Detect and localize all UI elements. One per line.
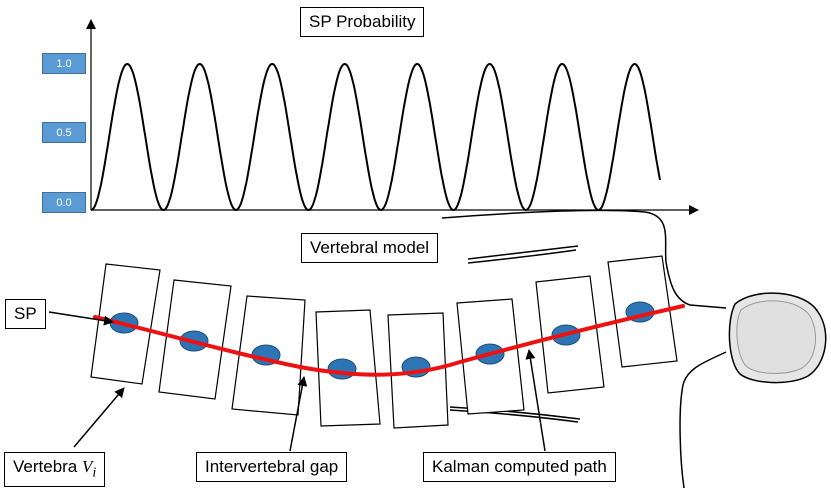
arm-lower bbox=[449, 406, 581, 423]
sp-label: SP bbox=[5, 299, 46, 329]
kalman-arrow bbox=[525, 349, 546, 452]
vertebral-model-label: Vertebral model bbox=[301, 233, 439, 263]
kalman-path-line bbox=[93, 304, 685, 377]
vertebra-label-prefix: Vertebra bbox=[13, 457, 82, 476]
spinous-process-4 bbox=[327, 358, 357, 380]
head-inner bbox=[736, 300, 817, 374]
arm-upper bbox=[467, 245, 579, 264]
y-tick-1.0: 1.0 bbox=[42, 53, 86, 74]
vertebra-label-var: V bbox=[82, 457, 93, 476]
y-tick-0.5: 0.5 bbox=[42, 122, 86, 143]
sp-probability-curve bbox=[90, 62, 661, 212]
y-tick-0.0: 0.0 bbox=[42, 192, 86, 213]
vertebra-label: Vertebra Vi bbox=[4, 452, 106, 488]
body-outline-upper bbox=[441, 209, 727, 309]
gap-arrow bbox=[289, 376, 308, 452]
body-outline-lower bbox=[679, 351, 727, 489]
vertebra-arrow bbox=[73, 387, 125, 448]
vertebra-label-sub: i bbox=[92, 464, 97, 481]
chart-title: SP Probability bbox=[300, 7, 425, 37]
intervertebral-gap-label: Intervertebral gap bbox=[196, 452, 348, 482]
kalman-path-label: Kalman computed path bbox=[423, 452, 616, 482]
vertebrae bbox=[90, 255, 678, 429]
sp-arrow bbox=[48, 311, 114, 326]
